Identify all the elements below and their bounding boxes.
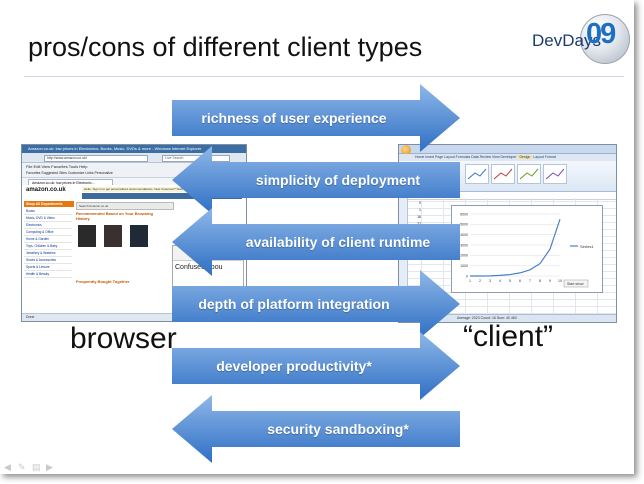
excel-tab-design: Design [517,155,533,159]
devdays-logo: DevDays 09 [530,14,630,70]
arrow-label: developer productivity* [216,358,372,374]
y-tick-label: 6000 [460,212,468,216]
browser-links-bar: Favorites Suggested Sites Customize Link… [22,170,246,178]
arrow-right-icon [172,332,460,400]
amazon-logo: amazon.co.uk [26,187,66,193]
arrow-label: security sandboxing* [267,421,409,437]
arrow-label: simplicity of deployment [255,172,421,188]
chart-canvas: 6000 5000 4000 3000 2000 1000 0 1 2 3 4 5 6 7 8 9 10 Se… [460,212,594,288]
arrow-integration: depth of platform integration [172,268,460,340]
arrow-left-icon [172,395,460,463]
excel-ribbon-tabs: Home Insert Page Layout Formulas Data Re… [399,154,616,161]
album-cover-image [78,225,96,247]
series-line [469,218,561,277]
amazon-search-bar: Search Amazon.co.uk [76,202,174,210]
amazon-department: Jewellery & Watches [24,250,72,257]
amazon-departments: Books Music, DVD & Video Electronics Com… [24,208,72,278]
start-show-label: Start show [567,282,584,286]
arrow-left-icon [172,208,460,276]
arrow-label: depth of platform integration [198,296,390,312]
browser-menu-bar: File Edit View Favorites Tools Help [22,163,246,170]
y-tick-label: 1000 [460,264,468,268]
x-tick-label: 5 [509,279,511,283]
prev-slide-icon[interactable]: ◀ [4,462,11,472]
browser-url-field: http://www.amazon.co.uk/ [44,155,148,162]
chart-style-thumb-icon [465,164,489,184]
arrow-label: richness of user experience [201,110,387,126]
amazon-department: Electronics [24,222,72,229]
x-tick-label: 4 [499,279,501,283]
browser-titlebar: Amazon.co.uk: low prices in Electronics,… [22,145,246,153]
browser-status-done: Done [26,315,35,319]
excel-titlebar [399,145,616,155]
logo-badge: 09 [586,18,616,50]
amazon-department: Books [24,208,72,215]
menu-icon[interactable]: ▤ [32,462,41,472]
chart-style-thumb-icon [491,164,515,184]
arrow-left-icon [172,146,460,214]
amazon-department: Toys, Children & Baby [24,243,72,250]
chart-style-thumb-icon [517,164,541,184]
excel-cell: 0 [419,201,421,205]
pen-icon[interactable]: ✎ [18,462,26,472]
slide-nav-controls[interactable]: ◀ ✎ ▤ ▶ [4,462,64,472]
logo-text: DevDays [532,31,601,50]
next-slide-icon[interactable]: ▶ [46,462,53,472]
arrow-right-icon [172,84,460,152]
excel-cell: 1 [419,208,421,212]
logo-ball-icon [580,14,630,64]
x-tick-label: 1 [469,279,471,283]
amazon-department: Computing & Office [24,229,72,236]
excel-chart: 6000 5000 4000 3000 2000 1000 0 1 2 3 4 5 6 7 8 9 10 Se… [451,205,603,293]
amazon-header-text: Hello. Sign in to get personalized recom… [82,187,244,192]
arrow-richness: richness of user experience [172,82,460,154]
office-button-icon [401,145,411,155]
x-tick-label: 9 [549,279,551,283]
excel-tabs-after: Layout Format [533,155,556,159]
y-tick-label: 0 [466,274,468,278]
arrow-runtime: availability of client runtime [172,206,460,278]
slide-title: pros/cons of different client types [28,32,423,62]
amazon-ad-text: Confused abou [175,264,223,271]
caption-client: “client” [463,320,554,353]
x-tick-label: 6 [519,279,521,283]
arrow-right-icon [172,270,460,338]
start-show-button[interactable] [563,279,589,288]
amazon-department: Sports & Leisure [24,264,72,271]
album-cover-image [130,225,148,247]
amazon-search-label: Search Amazon.co.uk [79,204,109,208]
amazon-nav-bar [82,193,242,199]
amazon-department: Health & Beauty [24,271,72,278]
x-tick-label: 2 [479,279,481,283]
excel-tabs-text: Home Insert Page Layout Formulas Data Re… [415,155,517,159]
excel-status-bar: Average: 2023 Count: 16 Sum: 40 460 [399,314,616,322]
slide: pros/cons of different client types DevD… [4,14,630,472]
amazon-department: Shoes & Accessories [24,257,72,264]
legend-label: Series1 [580,244,594,249]
chart-style-thumb-icon [543,164,567,184]
arrow-sandboxing: security sandboxing* [172,393,460,465]
x-tick-label: 3 [489,279,491,283]
amazon-fbt-heading: Frequently Bought Together [76,279,130,284]
x-tick-label: 7 [529,279,531,283]
excel-status-summary: Average: 2023 Count: 16 Sum: 40 460 [457,316,517,320]
arrow-productivity: developer productivity* [172,330,460,402]
arrow-label: availability of client runtime [245,234,431,250]
x-tick-label: 8 [539,279,541,283]
title-divider [24,76,624,77]
caption-browser: browser [70,322,177,355]
arrow-deployment: simplicity of deployment [172,144,460,216]
y-tick-label: 3000 [460,243,468,247]
amazon-department: Home & Garden [24,236,72,243]
y-tick-label: 2000 [460,254,468,258]
amazon-shop-all: Shop All Departments [24,201,74,207]
amazon-recommended-heading: Recommended Based on Your Browsing Histo… [76,211,153,221]
y-tick-label: 5000 [460,223,468,227]
amazon-department: Music, DVD & Video [24,215,72,222]
album-cover-image [104,225,122,247]
excel-cell: 16 [417,215,421,219]
x-tick-label: 10 [558,279,562,283]
y-tick-label: 4000 [460,233,468,237]
